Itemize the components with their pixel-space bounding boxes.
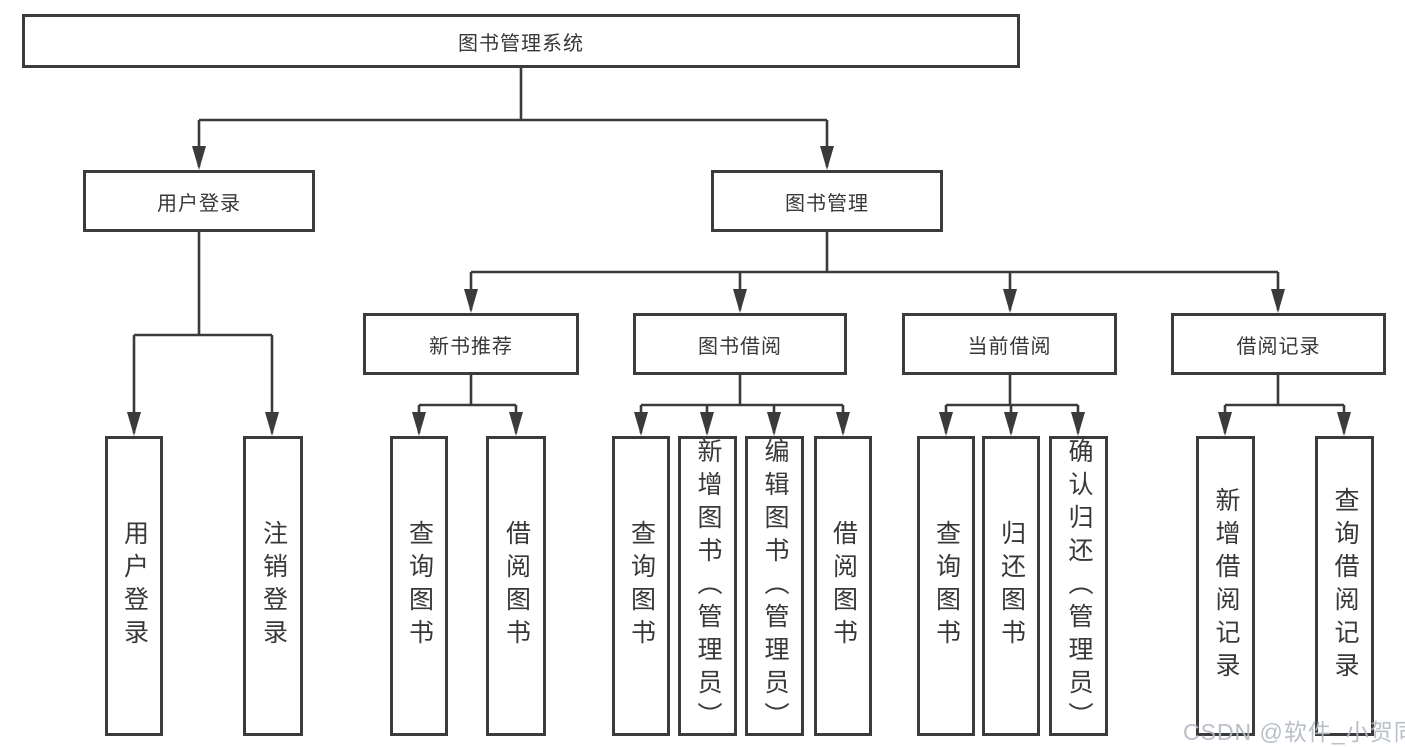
node-new-book-recommend-label: 新书推荐	[429, 335, 513, 358]
leaf-bb-add-book-admin-label: 新增图书（管理员）	[694, 437, 722, 735]
node-book-management-label: 图书管理	[785, 192, 869, 215]
arrow-br-leaf2	[1337, 412, 1351, 436]
arrow-new-book	[464, 289, 478, 313]
arrow-bb-leaf1	[634, 412, 648, 436]
arrow-cb-leaf1	[939, 412, 953, 436]
arrow-current-borrow	[1003, 289, 1017, 313]
leaf-bb-edit-book-admin: 编辑图书（管理员）	[745, 436, 804, 736]
node-book-borrow: 图书借阅	[633, 313, 847, 375]
leaf-bb-add-book-admin: 新增图书（管理员）	[678, 436, 737, 736]
leaf-nb-query-book-label: 查询图书	[405, 520, 434, 652]
arrow-nb-leaf1	[412, 412, 426, 436]
arrow-bb-leaf2	[700, 412, 714, 436]
leaf-nb-borrow-book: 借阅图书	[486, 436, 546, 736]
leaf-user-login: 用户登录	[105, 436, 163, 736]
leaf-nb-borrow-book-label: 借阅图书	[502, 520, 531, 652]
leaf-cb-query-book: 查询图书	[917, 436, 975, 736]
arrow-ul-leaf1	[127, 412, 141, 436]
node-borrow-records-label: 借阅记录	[1236, 335, 1321, 358]
leaf-bb-query-book-label: 查询图书	[627, 520, 656, 652]
arrow-book-borrow	[733, 289, 747, 313]
node-borrow-records: 借阅记录	[1171, 313, 1386, 375]
csdn-watermark: CSDN @软件_小贺同学	[1183, 719, 1405, 745]
leaf-bb-borrow-book-label: 借阅图书	[829, 520, 858, 652]
arrow-br-leaf1	[1218, 412, 1232, 436]
node-new-book-recommend: 新书推荐	[363, 313, 579, 375]
leaf-br-add-record-label: 新增借阅记录	[1212, 487, 1240, 685]
arrow-nb-leaf2	[509, 412, 523, 436]
arrow-cb-leaf3	[1071, 412, 1085, 436]
arrow-ul-leaf2	[265, 412, 279, 436]
leaf-br-query-record: 查询借阅记录	[1315, 436, 1374, 736]
leaf-user-login-label: 用户登录	[120, 520, 149, 652]
node-root-label: 图书管理系统	[458, 32, 584, 55]
arrow-cb-leaf2	[1004, 412, 1018, 436]
node-user-login-label: 用户登录	[157, 192, 241, 215]
node-current-borrow-label: 当前借阅	[967, 335, 1052, 358]
leaf-cb-return-book: 归还图书	[982, 436, 1040, 736]
leaf-cb-confirm-return-admin-label: 确认归还（管理员）	[1065, 437, 1093, 735]
leaf-nb-query-book: 查询图书	[390, 436, 448, 736]
node-book-management: 图书管理	[711, 170, 943, 232]
node-user-login: 用户登录	[83, 170, 315, 232]
leaf-cb-query-book-label: 查询图书	[932, 520, 961, 652]
leaf-cb-confirm-return-admin: 确认归还（管理员）	[1049, 436, 1108, 736]
leaf-bb-borrow-book: 借阅图书	[814, 436, 872, 736]
leaf-bb-edit-book-admin-label: 编辑图书（管理员）	[761, 437, 789, 735]
leaf-br-add-record: 新增借阅记录	[1196, 436, 1255, 736]
node-root-system: 图书管理系统	[22, 14, 1020, 68]
arrow-bb-leaf3	[767, 412, 781, 436]
leaf-logout: 注销登录	[243, 436, 303, 736]
arrow-book-mgmt	[820, 146, 834, 170]
arrow-bb-leaf4	[836, 412, 850, 436]
node-book-borrow-label: 图书借阅	[698, 335, 782, 358]
leaf-cb-return-book-label: 归还图书	[997, 520, 1026, 652]
node-current-borrow: 当前借阅	[902, 313, 1117, 375]
arrow-user-login	[192, 146, 206, 170]
leaf-logout-label: 注销登录	[259, 520, 288, 652]
arrow-borrow-records	[1271, 289, 1285, 313]
leaf-br-query-record-label: 查询借阅记录	[1331, 487, 1359, 685]
leaf-bb-query-book: 查询图书	[612, 436, 670, 736]
